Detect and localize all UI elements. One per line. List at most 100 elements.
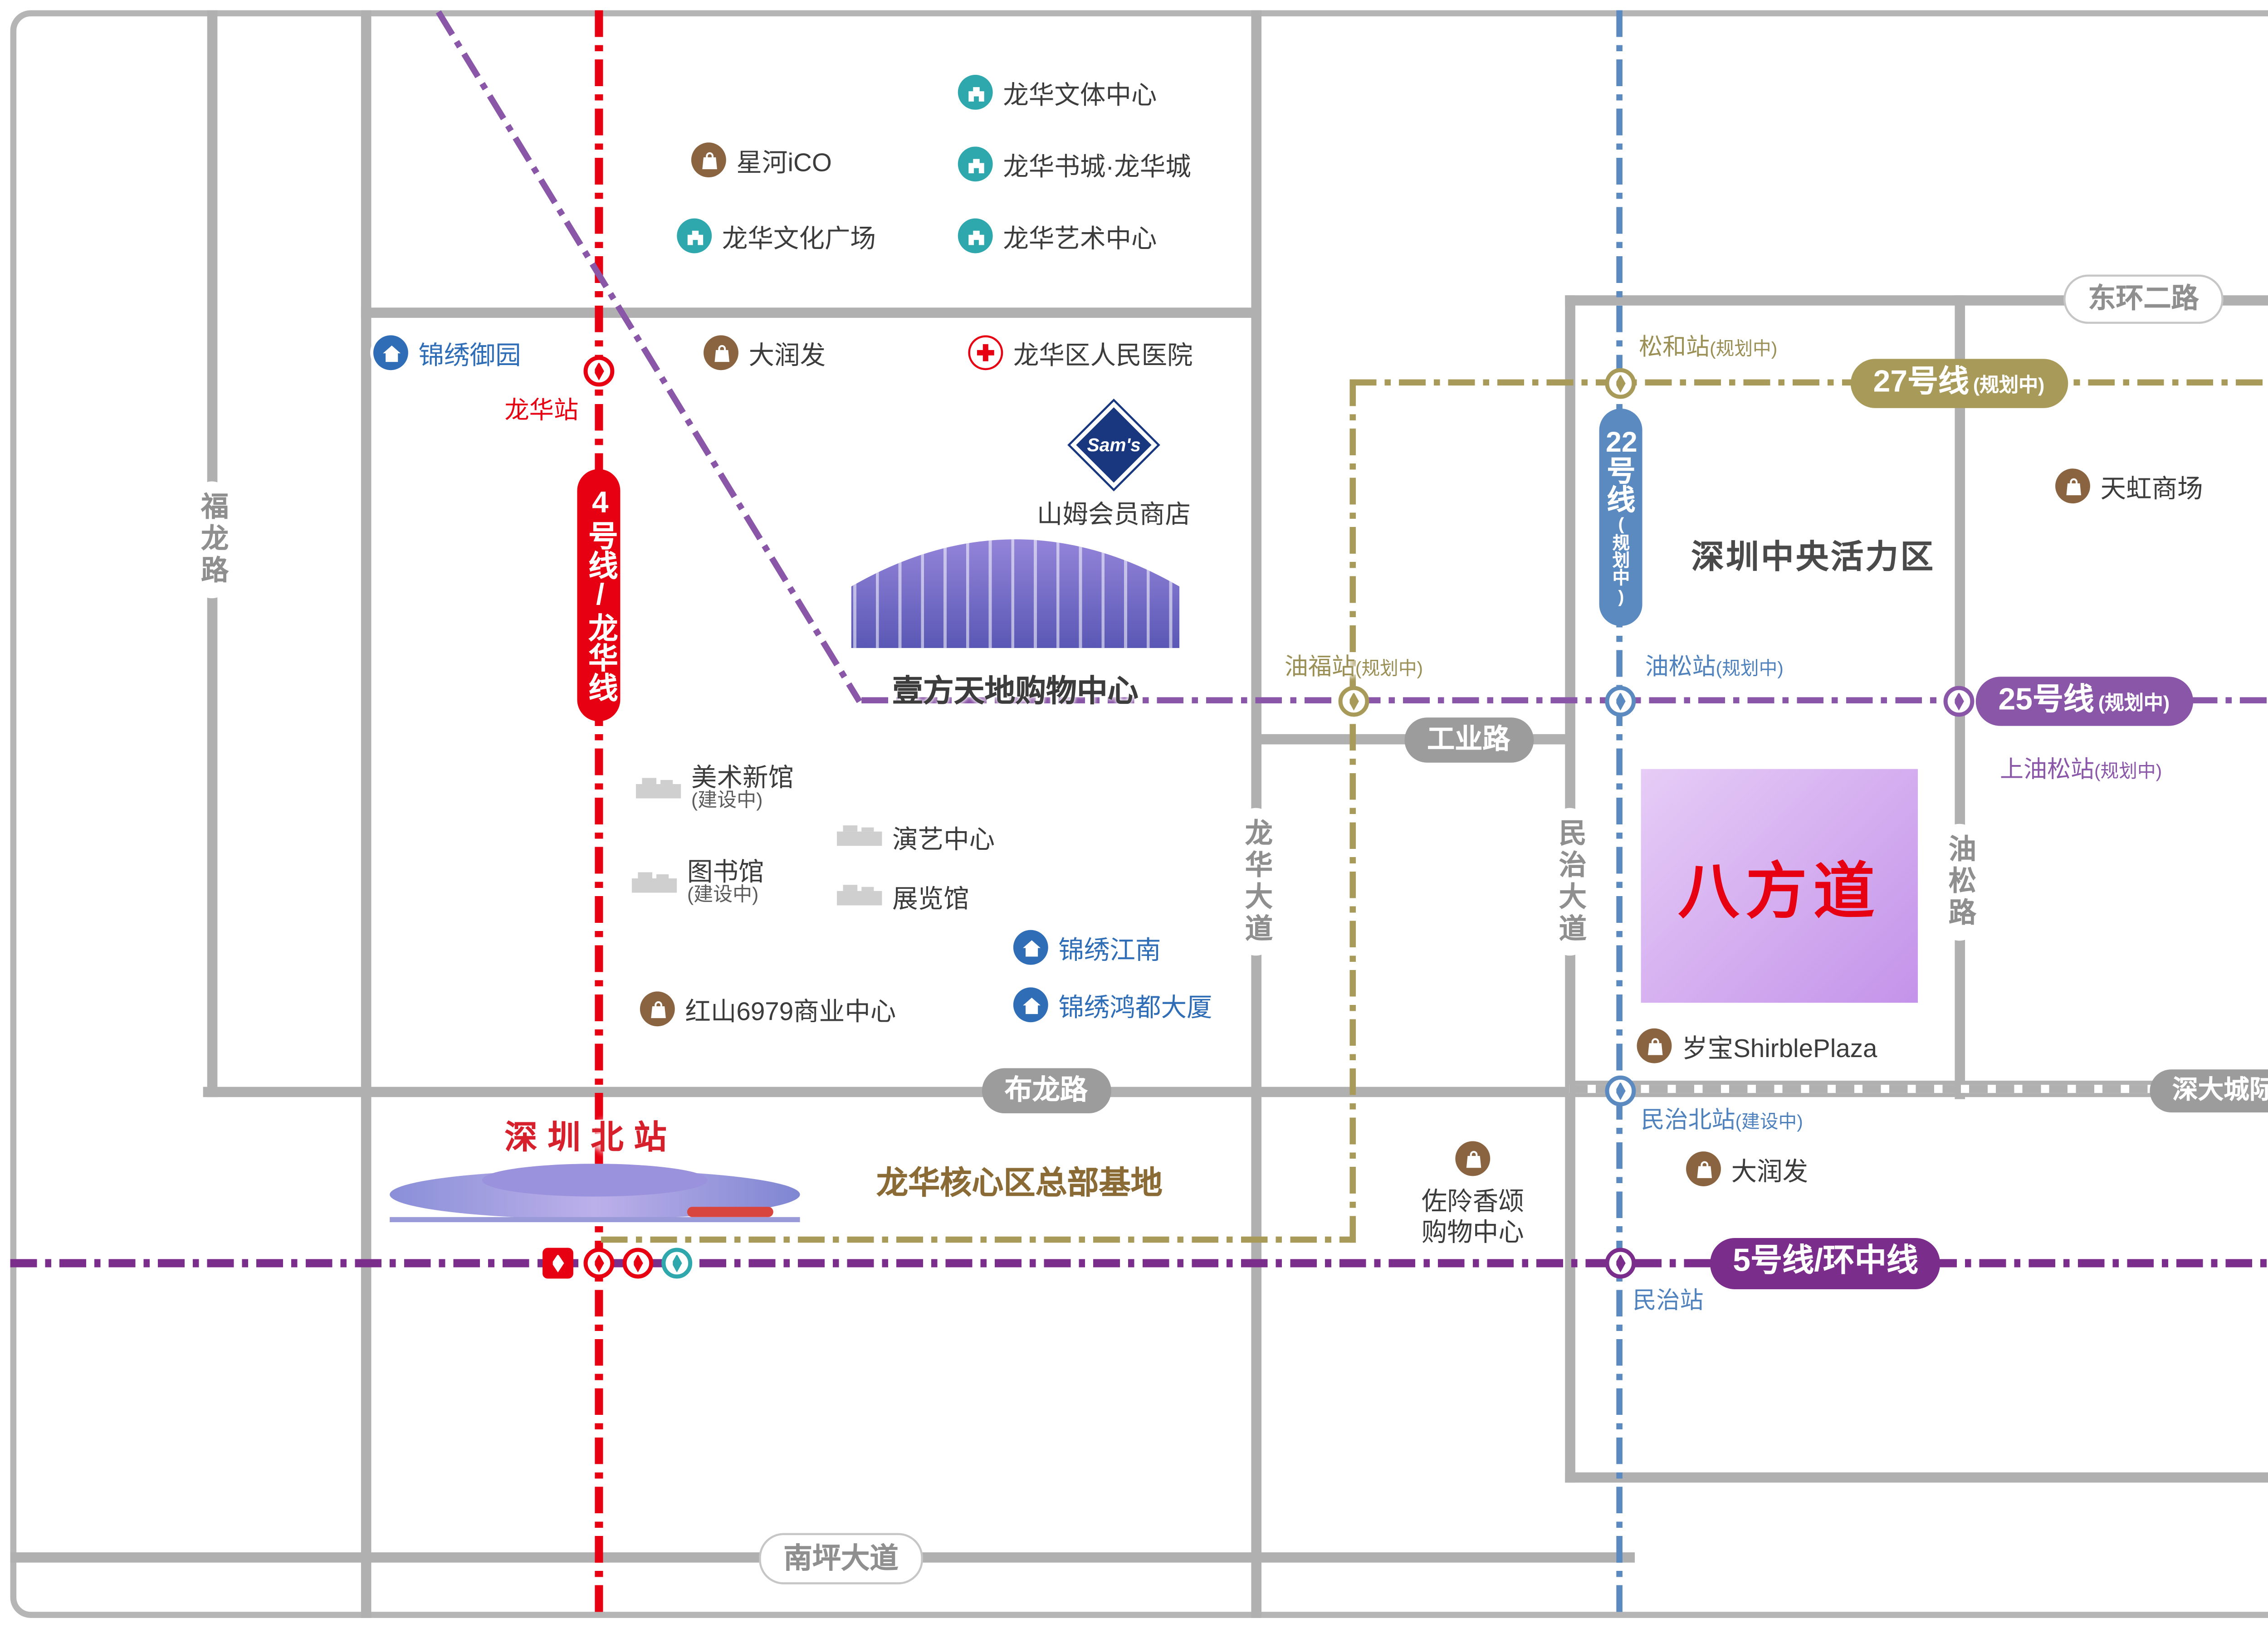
metro-line4-label: 4号线/龙华线 <box>584 487 617 702</box>
metro-roundel-icon <box>583 1248 615 1279</box>
metro-line4-line <box>595 10 602 1618</box>
station-longhua-label: 龙华站 <box>504 395 579 425</box>
road-label: 东环二路 <box>2088 283 2199 314</box>
house-icon <box>1013 930 1048 965</box>
metro-line22-suffix: 号线 <box>1604 456 1638 513</box>
road-label: 布龙路 <box>1004 1074 1088 1105</box>
road-badge-donghuan2-top: 东环二路 <box>2063 274 2224 324</box>
metro-line27-vertical <box>1349 379 1356 1243</box>
road-top-horizontal <box>361 307 1262 318</box>
metro-line4-badge: 4号线/龙华线 <box>577 469 621 721</box>
poi-rtmart-north: 大润发 <box>704 333 826 372</box>
area-longhua-hq-label: 龙华核心区总部基地 <box>876 1167 1163 1202</box>
building-icon <box>836 818 882 855</box>
metro-line27-bottom <box>601 1236 1356 1243</box>
metro-line5-label: 5号线/环中线 <box>1733 1244 1919 1279</box>
project-site-block: 八方道 <box>1641 769 1918 1003</box>
shopping-bag-icon <box>1686 1151 1721 1186</box>
building-icon <box>836 877 882 914</box>
culture-icon <box>958 75 993 110</box>
road-west-vertical <box>361 10 371 1618</box>
metro-line5-line <box>10 1259 2268 1267</box>
shopping-bag-icon <box>691 142 726 178</box>
station-yousong-icon <box>1605 686 1636 717</box>
metro-line22-line <box>1616 10 1623 1618</box>
shenzhen-north-station-label: 深圳北站 <box>504 1121 677 1157</box>
station-youfu-icon <box>1338 686 1369 717</box>
station-songhe-icon <box>1605 368 1636 399</box>
hospital-cross-icon <box>968 335 1003 370</box>
yifang-mall-label: 壹方天地购物中心 <box>892 674 1139 710</box>
culture-icon <box>958 146 993 182</box>
metro-line25-line <box>861 697 2268 704</box>
intercity-rail-label: 深大城际铁路 <box>2172 1075 2268 1105</box>
metro-line22-badge: 22号线(规划中) <box>1599 409 1642 625</box>
shopping-bag-icon <box>640 991 675 1027</box>
poi-art-center: 龙华艺术中心 <box>958 216 1157 255</box>
poi-jinxiu-jiangnan: 锦绣江南 <box>1013 928 1161 967</box>
road-badge-yousong: 油松路 <box>1941 824 1977 940</box>
poi-sams-label: 山姆会员商店 <box>1036 500 1191 529</box>
metro-line25-label: 25号线 <box>1998 682 2094 718</box>
poi-tianhong-mall: 天虹商场 <box>2055 467 2203 506</box>
poi-people-hospital: 龙华区人民医院 <box>968 333 1193 372</box>
station-minzhibei-icon <box>1605 1075 1636 1106</box>
shenzhen-metro-square-icon <box>543 1248 573 1279</box>
poi-wenti-center: 龙华文体中心 <box>958 73 1157 112</box>
poi-art-museum: 美术新馆(建设中) <box>635 764 794 815</box>
shopping-bag-icon <box>1455 1141 1491 1176</box>
shopping-bag-icon <box>2055 468 2090 504</box>
metro-line5-badge: 5号线/环中线 <box>1710 1238 1941 1289</box>
metro-line27-top <box>1349 379 2268 386</box>
station-shangyousong-icon <box>1943 686 1975 717</box>
metro-line27-status: (规划中) <box>1973 375 2045 398</box>
intercity-rail-badge: 深大城际铁路(建设中) <box>2150 1069 2268 1113</box>
road-bulong <box>203 1087 1574 1097</box>
poi-performing-arts-center: 演艺中心 <box>836 817 995 856</box>
road-badge-longhua-avenue: 龙华大道 <box>1237 808 1274 956</box>
shopping-bag-icon <box>704 335 738 370</box>
metro-roundel-icon <box>661 1248 693 1279</box>
metro-line27-label: 27号线 <box>1873 365 1969 400</box>
station-shangyousong-label: 上油松站(规划中) <box>1999 759 2162 784</box>
building-icon <box>635 771 681 808</box>
road-label: 南坪大道 <box>783 1541 899 1574</box>
poi-xinghe-ico: 星河iCO <box>691 141 832 180</box>
culture-icon <box>677 218 712 253</box>
metro-roundel-icon <box>622 1248 654 1279</box>
poi-zuolin-label-line2: 购物中心 <box>1421 1218 1524 1247</box>
poi-jinxiu-hongdu: 锦绣鸿都大厦 <box>1013 985 1212 1024</box>
culture-icon <box>958 218 993 253</box>
metro-line22-status: (规划中) <box>1611 513 1632 607</box>
project-name: 八方道 <box>1677 859 1881 927</box>
road-badge-bulong: 布龙路 <box>982 1068 1110 1114</box>
area-central-activity-label: 深圳中央活力区 <box>1691 541 1936 576</box>
shenzhen-north-station-illustration <box>380 1145 811 1250</box>
poi-hongshan-6979: 红山6979商业中心 <box>640 989 896 1028</box>
road-south-connector <box>1565 1472 2268 1483</box>
metro-line25-badge: 25号线(规划中) <box>1975 677 2192 726</box>
road-badge-minzhi-avenue: 民治大道 <box>1551 808 1587 956</box>
station-longhua-icon <box>583 356 615 387</box>
road-badge-nanping: 南坪大道 <box>759 1533 923 1584</box>
metro-line22-number: 22 <box>1606 427 1637 456</box>
shopping-bag-icon <box>1637 1028 1672 1063</box>
station-minzhi-icon <box>1605 1248 1636 1279</box>
station-minzhi-label: 民治站 <box>1633 1290 1704 1315</box>
station-songhe-label: 松和站(规划中) <box>1639 336 1778 361</box>
metro-line27-badge: 27号线(规划中) <box>1850 359 2068 408</box>
house-icon <box>373 335 408 370</box>
station-minzhibei-label: 民治北站(建设中) <box>1641 1109 1803 1134</box>
poi-book-city: 龙华书城·龙华城 <box>958 145 1191 184</box>
road-badge-gongye: 工业路 <box>1404 717 1533 763</box>
poi-zuolin-icon <box>1455 1141 1491 1176</box>
poi-jinxiu-yuyuan: 锦绣御园 <box>373 333 521 372</box>
poi-library: 图书馆(建设中) <box>631 858 764 910</box>
map-frame <box>10 10 2268 1618</box>
poi-rtmart-south: 大润发 <box>1686 1150 1808 1189</box>
poi-exhibition-hall: 展览馆 <box>836 877 969 916</box>
station-yousong-label: 油松站(规划中) <box>1645 656 1784 681</box>
road-badge-fulong: 福龙路 <box>193 481 230 598</box>
poi-zuolin-label-line1: 佐阾香颂 <box>1421 1187 1524 1216</box>
